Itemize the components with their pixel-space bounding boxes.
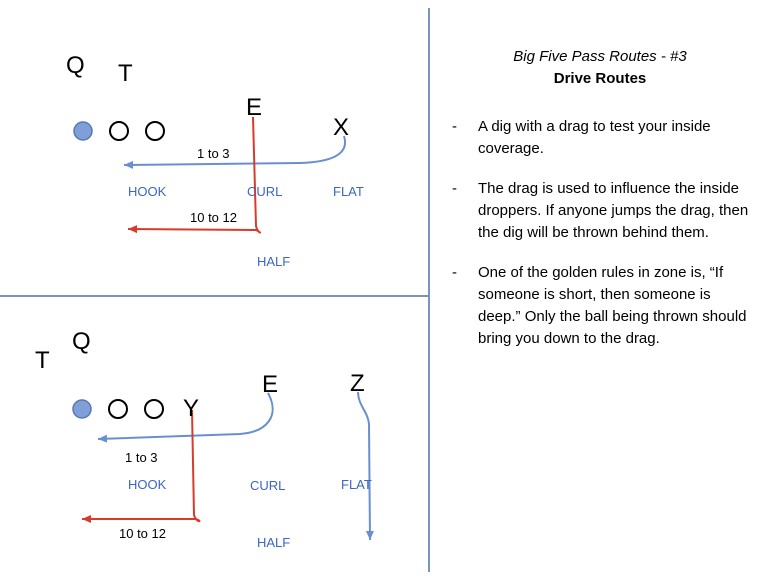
bullet-text: A dig with a drag to test your inside co… — [478, 118, 711, 157]
top-football-marker — [73, 121, 93, 141]
top-player-x: X — [333, 114, 350, 141]
bullet-list: - A dig with a drag to test your inside … — [452, 116, 757, 350]
top-player-e: E — [246, 94, 263, 121]
bottom-drag-distance: 1 to 3 — [125, 450, 158, 465]
bullet-item: - One of the golden rules in zone is, “I… — [452, 262, 757, 350]
top-player-t: T — [118, 60, 133, 87]
bullet-dash: - — [452, 118, 457, 135]
bullet-dash: - — [452, 264, 457, 281]
top-zone-half: HALF — [257, 254, 291, 269]
top-drag-distance: 1 to 3 — [197, 146, 230, 161]
bottom-player-q: Q — [72, 328, 91, 355]
bottom-dig-route — [82, 409, 201, 523]
bottom-lineman-2 — [144, 399, 164, 419]
bottom-player-e: E — [262, 371, 279, 398]
page-title: Big Five Pass Routes - #3 — [513, 48, 687, 65]
bottom-player-t: T — [35, 347, 50, 374]
bottom-drag-route — [97, 392, 274, 443]
bullet-text: The drag is used to influence the inside… — [478, 180, 749, 241]
top-dig-route — [127, 116, 262, 234]
top-dig-distance: 10 to 12 — [190, 210, 237, 225]
bullet-text: One of the golden rules in zone is, “If … — [478, 264, 747, 347]
bottom-zone-hook: HOOK — [128, 477, 167, 492]
top-zone-curl: CURL — [247, 184, 283, 199]
bottom-football-marker — [72, 399, 92, 419]
bottom-lineman-1 — [108, 399, 128, 419]
bottom-player-y: Y — [183, 395, 200, 422]
top-lineman-2 — [145, 121, 165, 141]
bullet-item: - A dig with a drag to test your inside … — [452, 116, 757, 160]
bullet-item: - The drag is used to influence the insi… — [452, 178, 757, 244]
bottom-zone-half: HALF — [257, 535, 291, 550]
top-lineman-1 — [109, 121, 129, 141]
bottom-zone-curl: CURL — [250, 478, 286, 493]
bottom-dig-distance: 10 to 12 — [119, 526, 166, 541]
top-player-q: Q — [66, 52, 85, 79]
bottom-z-route — [357, 391, 374, 541]
bottom-zone-flat: FLAT — [341, 477, 372, 492]
page-subtitle: Drive Routes — [553, 70, 647, 87]
bullet-dash: - — [452, 180, 457, 197]
top-drag-route — [123, 135, 347, 169]
top-zone-hook: HOOK — [128, 184, 167, 199]
bottom-player-z: Z — [350, 370, 365, 397]
top-zone-flat: FLAT — [333, 184, 364, 199]
